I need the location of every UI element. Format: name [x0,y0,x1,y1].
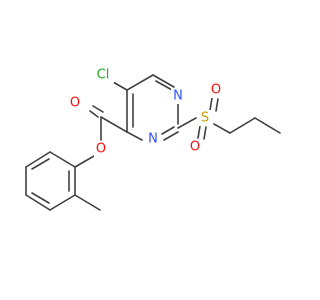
atom-o-sulfonyl-lower: O [188,139,202,155]
chemical-structure: Cl N N S O O O O [25,67,281,211]
atom-o-carbonyl-label: O [70,96,80,111]
bond-ch2-ch3 [254,117,281,134]
bond-c5-c6 [126,74,154,91]
atom-cl: Cl [92,67,114,83]
atom-n3: N [146,131,160,147]
bond-c2-n3 [163,131,179,141]
bond-o-aryl [74,155,95,168]
bond-s-o-upper-2 [215,98,219,112]
bond-s-o-lower-2 [203,126,207,140]
bonds [25,74,281,211]
atom-o-sulfonyl-upper-label: O [211,83,221,98]
atom-o-carbonyl: O [68,95,82,111]
bond-ar3-ar4 [25,194,51,211]
atom-n1: N [171,88,185,104]
atom-o-ester-label: O [96,142,106,157]
atom-labels: Cl N N S O O O O [68,67,223,157]
atom-n3-label: N [148,132,158,147]
bond-ar5-ar6 [25,151,51,168]
bond-c6-n1 [152,74,175,88]
atom-s-label: S [201,111,209,126]
bond-n3-c4 [126,131,143,141]
bond-c4-carbonyl-c [100,116,128,133]
bond-s-ch2 [213,123,231,134]
atom-o-sulfonyl-lower-label: O [190,140,200,155]
bond-c-o-double-1 [89,110,99,118]
bond-c2-s [177,117,197,129]
atom-n1-label: N [173,89,183,104]
bond-ch2-ch2 [229,117,256,134]
bond-c6-n1-double [155,80,173,91]
bond-ar5-ar6-inner [31,158,50,170]
bond-s-o-upper-1 [209,97,213,111]
bond-ar2-methyl [74,194,101,211]
atom-cl-label: Cl [97,68,110,83]
bond-c2-n3-double [161,126,175,135]
bond-ar3-ar4-inner [31,192,50,204]
bond-c-o-double-2 [92,105,104,113]
bond-c5-cl [112,81,128,91]
bond-s-o-lower-1 [197,125,201,139]
atom-o-ester: O [94,141,108,157]
bond-ar2-ar3 [49,194,76,211]
atom-s: S [198,110,212,126]
atom-o-sulfonyl-upper: O [209,82,223,98]
bond-ar6-ar1 [49,151,76,168]
